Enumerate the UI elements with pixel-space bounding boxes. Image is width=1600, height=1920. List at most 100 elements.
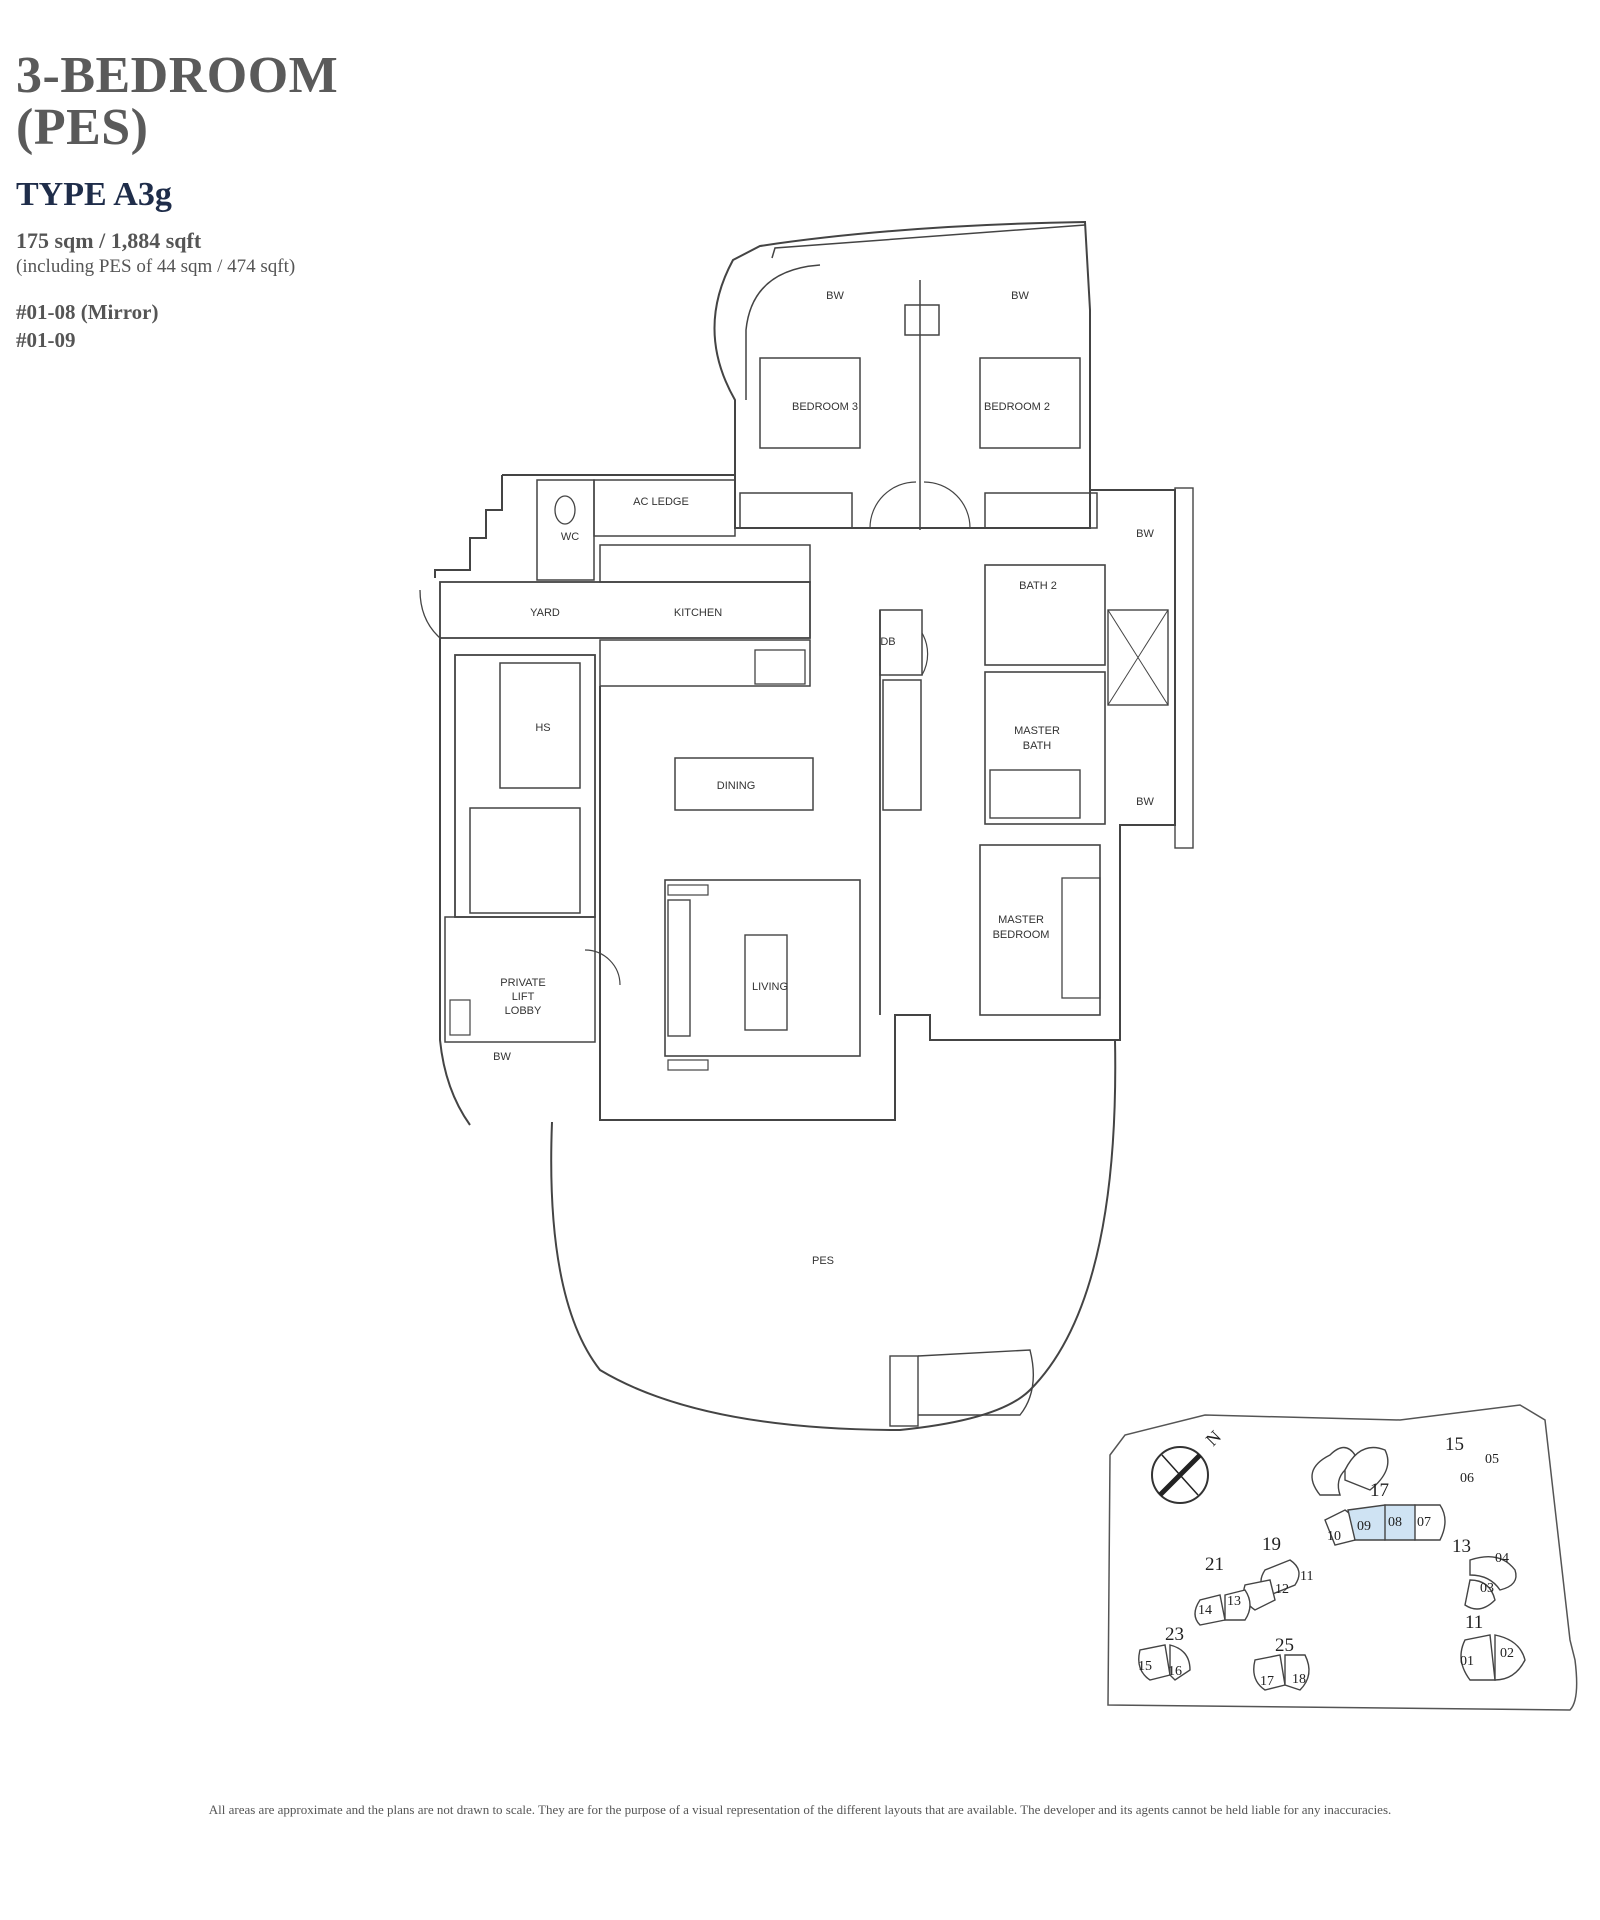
block13-unit04 <box>1469 1556 1517 1591</box>
compass-north-label: N <box>1202 1426 1225 1449</box>
room-label-master-bedroom-1: MASTER <box>998 914 1044 926</box>
yard-door-swing <box>419 582 441 640</box>
unit-number-15: 15 <box>1138 1659 1152 1674</box>
right-bay-window <box>1174 487 1194 849</box>
living-sofa <box>667 899 691 1037</box>
bedroom-wing-outline <box>713 220 1091 529</box>
room-label-db: DB <box>880 636 895 648</box>
unit-type-line2: (PES) <box>16 99 149 156</box>
block-number-23: 23 <box>1165 1624 1184 1645</box>
pes-ledge <box>917 1349 1035 1416</box>
room-label-living: LIVING <box>752 981 788 993</box>
master-bedroom-wardrobe <box>1061 877 1101 999</box>
unit-number-2: #01-09 <box>16 328 76 353</box>
unit-area: 175 sqm / 1,884 sqft <box>16 228 202 253</box>
room-label-bw-right-lower: BW <box>1136 796 1154 808</box>
bath2-room <box>984 564 1106 666</box>
bedroom3-wardrobe <box>739 492 853 529</box>
room-label-lobby-3: LOBBY <box>505 1005 542 1017</box>
room-label-ac-ledge: AC LEDGE <box>633 496 689 508</box>
yard-kitchen-corridor <box>439 581 811 639</box>
block15-unit05 <box>1344 1446 1389 1491</box>
room-label-bw-right-upper: BW <box>1136 528 1154 540</box>
lift-lobby-room <box>444 916 596 1043</box>
unit-number-1: #01-08 (Mirror) <box>16 300 159 324</box>
lift-shaft <box>469 807 581 914</box>
room-label-lobby-1: PRIVATE <box>500 977 545 989</box>
compass-icon <box>1151 1446 1209 1504</box>
unit-number-16: 16 <box>1168 1664 1182 1679</box>
master-bath-room <box>984 671 1106 825</box>
unit-type-line1: 3-BEDROOM <box>16 47 339 104</box>
bedroom3-door-swing <box>869 481 917 529</box>
block-number-15: 15 <box>1445 1434 1464 1455</box>
block15-unit06 <box>1311 1446 1356 1496</box>
room-label-bw-lobby: BW <box>493 1051 511 1063</box>
unit-number-04: 04 <box>1495 1551 1509 1566</box>
block11-unit01 <box>1460 1634 1496 1681</box>
unit-number-02: 02 <box>1500 1646 1514 1661</box>
disclaimer-text: All areas are approximate and the plans … <box>208 1802 1392 1817</box>
shower-diagonal-2 <box>1107 609 1169 706</box>
unit-number-11: 11 <box>1300 1569 1313 1584</box>
pes-terrace-outline <box>550 1039 1117 1432</box>
block-number-13: 13 <box>1452 1536 1471 1557</box>
bedroom2-bed <box>979 357 1081 449</box>
room-label-bw-top-left: BW <box>826 290 844 302</box>
hs-room <box>499 662 581 789</box>
db-door-swing <box>921 632 929 676</box>
unit-number-03: 03 <box>1480 1581 1494 1596</box>
hall-cabinet <box>882 679 922 811</box>
room-label-bedroom3: BEDROOM 3 <box>792 401 858 413</box>
site-boundary <box>1107 1404 1578 1711</box>
site-key-plan: N 15 17 19 21 13 <box>1107 1404 1578 1711</box>
unit-number-06: 06 <box>1460 1471 1474 1486</box>
lobby-cabinet <box>449 999 471 1036</box>
pes-planter <box>889 1355 919 1427</box>
wc-room <box>536 479 595 581</box>
hs-lift-column <box>454 654 596 918</box>
type-code: TYPE A3g <box>16 176 172 213</box>
living-rug <box>664 879 861 1057</box>
block25-unit18 <box>1284 1654 1310 1691</box>
block11-unit02 <box>1494 1634 1526 1681</box>
unit-number-17: 17 <box>1260 1674 1274 1689</box>
unit-number-13: 13 <box>1227 1594 1241 1609</box>
unit-number-18: 18 <box>1292 1672 1306 1687</box>
unit-number-09: 09 <box>1357 1519 1371 1534</box>
stepped-wall <box>434 475 503 578</box>
block13-unit03 <box>1464 1579 1496 1610</box>
room-label-master-bedroom-2: BEDROOM <box>993 929 1050 941</box>
unit-number-07: 07 <box>1417 1515 1431 1530</box>
unit-type-title: 3-BEDROOM (PES) <box>16 50 536 154</box>
block-number-17: 17 <box>1370 1480 1389 1501</box>
block21-unit13 <box>1224 1589 1251 1621</box>
shower-cubicle <box>1107 609 1169 706</box>
block23-unit15 <box>1138 1644 1171 1681</box>
unit-number-08: 08 <box>1388 1515 1402 1530</box>
unit-number-01: 01 <box>1460 1654 1474 1669</box>
unit-number-10: 10 <box>1327 1529 1341 1544</box>
kitchen-bottom-counter <box>599 639 811 687</box>
unit-area-note: (including PES of 44 sqm / 474 sqft) <box>16 256 296 277</box>
block17-unit07 <box>1414 1504 1446 1541</box>
kitchen-top-counter <box>599 544 811 583</box>
bedroom3-bed <box>759 357 861 449</box>
db-cabinet <box>879 609 923 676</box>
block-number-21: 21 <box>1205 1554 1224 1575</box>
room-label-bw-top-right: BW <box>1011 290 1029 302</box>
room-label-master-bath-2: BATH <box>1023 740 1052 752</box>
unit-header: 3-BEDROOM (PES) TYPE A3g 175 sqm / 1,884… <box>16 50 536 355</box>
bedroom2-door-swing <box>923 481 971 529</box>
bedroom-wing-inner-wall <box>771 224 1086 259</box>
block25-unit17 <box>1253 1654 1286 1691</box>
block-number-25: 25 <box>1275 1635 1294 1656</box>
room-label-pes: PES <box>812 1255 834 1267</box>
unit-number-05: 05 <box>1485 1452 1499 1467</box>
living-table <box>744 934 788 1031</box>
room-label-bedroom2: BEDROOM 2 <box>984 401 1050 413</box>
lobby-door-swing <box>584 949 621 986</box>
wc-toilet <box>554 495 576 525</box>
block23-unit16 <box>1169 1644 1191 1681</box>
room-label-bath2: BATH 2 <box>1019 580 1057 592</box>
